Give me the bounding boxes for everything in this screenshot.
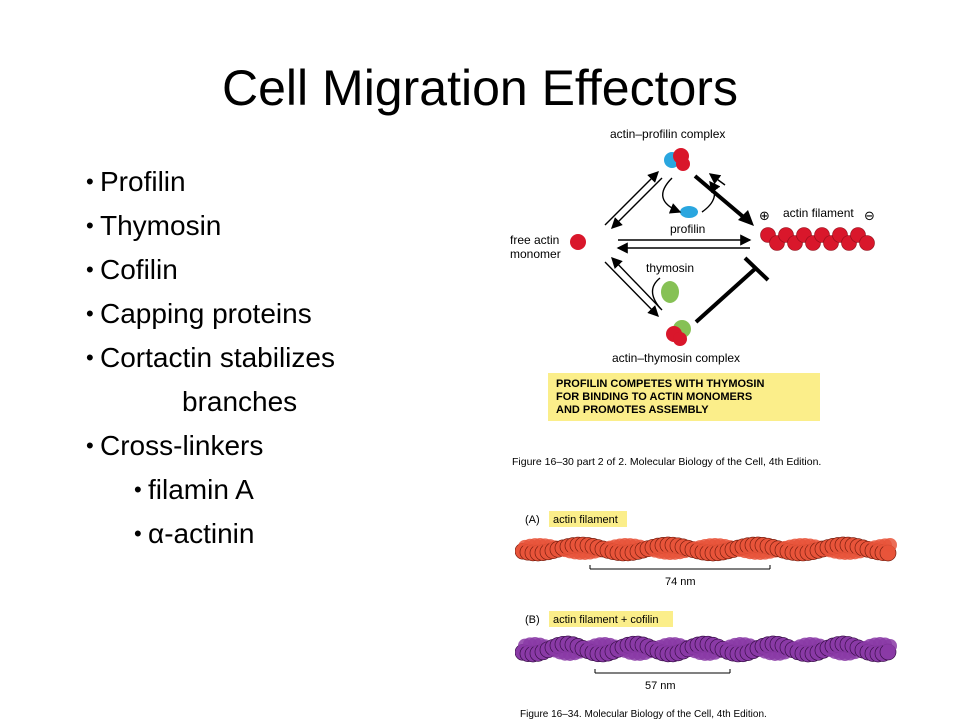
tag-b-background [549,611,673,627]
figure-caption-top: Figure 16–30 part 2 of 2. Molecular Biol… [512,456,821,468]
label-monomer: monomer [510,247,561,261]
tag-actin-filament: actin filament [553,514,618,526]
label-thymosin: thymosin [646,261,694,275]
label-profilin: profilin [670,222,705,236]
profilin-monomer-icon [680,206,698,218]
bullet-cortactin-continuation: branches [182,386,298,417]
slide-title: Cell Migration Effectors [222,60,738,116]
actin-filament-a-image [515,536,897,562]
bullet-thymosin: Thymosin [86,204,335,248]
scale-bar-a [589,565,771,570]
bullet-cross-linkers: Cross-linkers [86,424,335,468]
reaction-arrows [604,171,752,317]
alpha-actinin-label: -actinin [164,518,255,549]
assembly-arrow [693,174,754,226]
actin-filament-icon [760,227,875,251]
cofilin-filament-b-image [515,635,897,663]
note-line-2: FOR BINDING TO ACTIN MONOMERS [556,391,752,403]
minus-end-icon: ⊖ [864,209,875,224]
actin-thymosin-complex-icon [666,320,691,346]
bullet-list: Profilin Thymosin Cofilin Capping protei… [86,160,335,556]
tag-actin-filament-cofilin: actin filament + cofilin [553,614,658,626]
scale-label-b: 57 nm [645,680,676,692]
note-box [548,373,820,421]
actin-profilin-complex-icon [664,148,690,171]
label-actin-profilin-complex: actin–profilin complex [610,127,725,141]
thymosin-inhibition-bar [694,256,770,324]
alpha-symbol: α [148,518,165,549]
figure-caption-bottom: Figure 16–34. Molecular Biology of the C… [520,709,767,720]
bullet-cofilin: Cofilin [86,248,335,292]
note-line-3: AND PROMOTES ASSEMBLY [556,404,709,416]
tag-a-background [549,511,627,527]
label-actin-thymosin-complex: actin–thymosin complex [612,351,740,365]
scale-label-a: 74 nm [665,576,696,588]
label-panel-a: (A) [525,514,540,526]
note-line-1: PROFILIN COMPETES WITH THYMOSIN [556,378,764,390]
bullet-capping-proteins: Capping proteins [86,292,335,336]
sub-bullet-filamin: filamin A [134,468,335,512]
label-free-actin: free actin [510,233,559,247]
scale-bar-b [594,669,731,674]
sub-bullet-alpha-actinin: α-actinin [134,512,335,556]
bullet-cortactin: Cortactin stabilizes [86,336,335,380]
bullet-profilin: Profilin [86,160,335,204]
label-actin-filament: actin filament [783,206,854,220]
free-actin-monomer-icon [570,234,586,250]
actin-cycle-figure: actin–profilin complex profilin free act… [510,127,875,468]
filament-structure-figure: (A) actin filament 74 nm (B) actin filam… [515,511,897,720]
label-panel-b: (B) [525,614,540,626]
plus-end-icon: ⊕ [759,209,770,224]
thymosin-icon [661,281,679,303]
